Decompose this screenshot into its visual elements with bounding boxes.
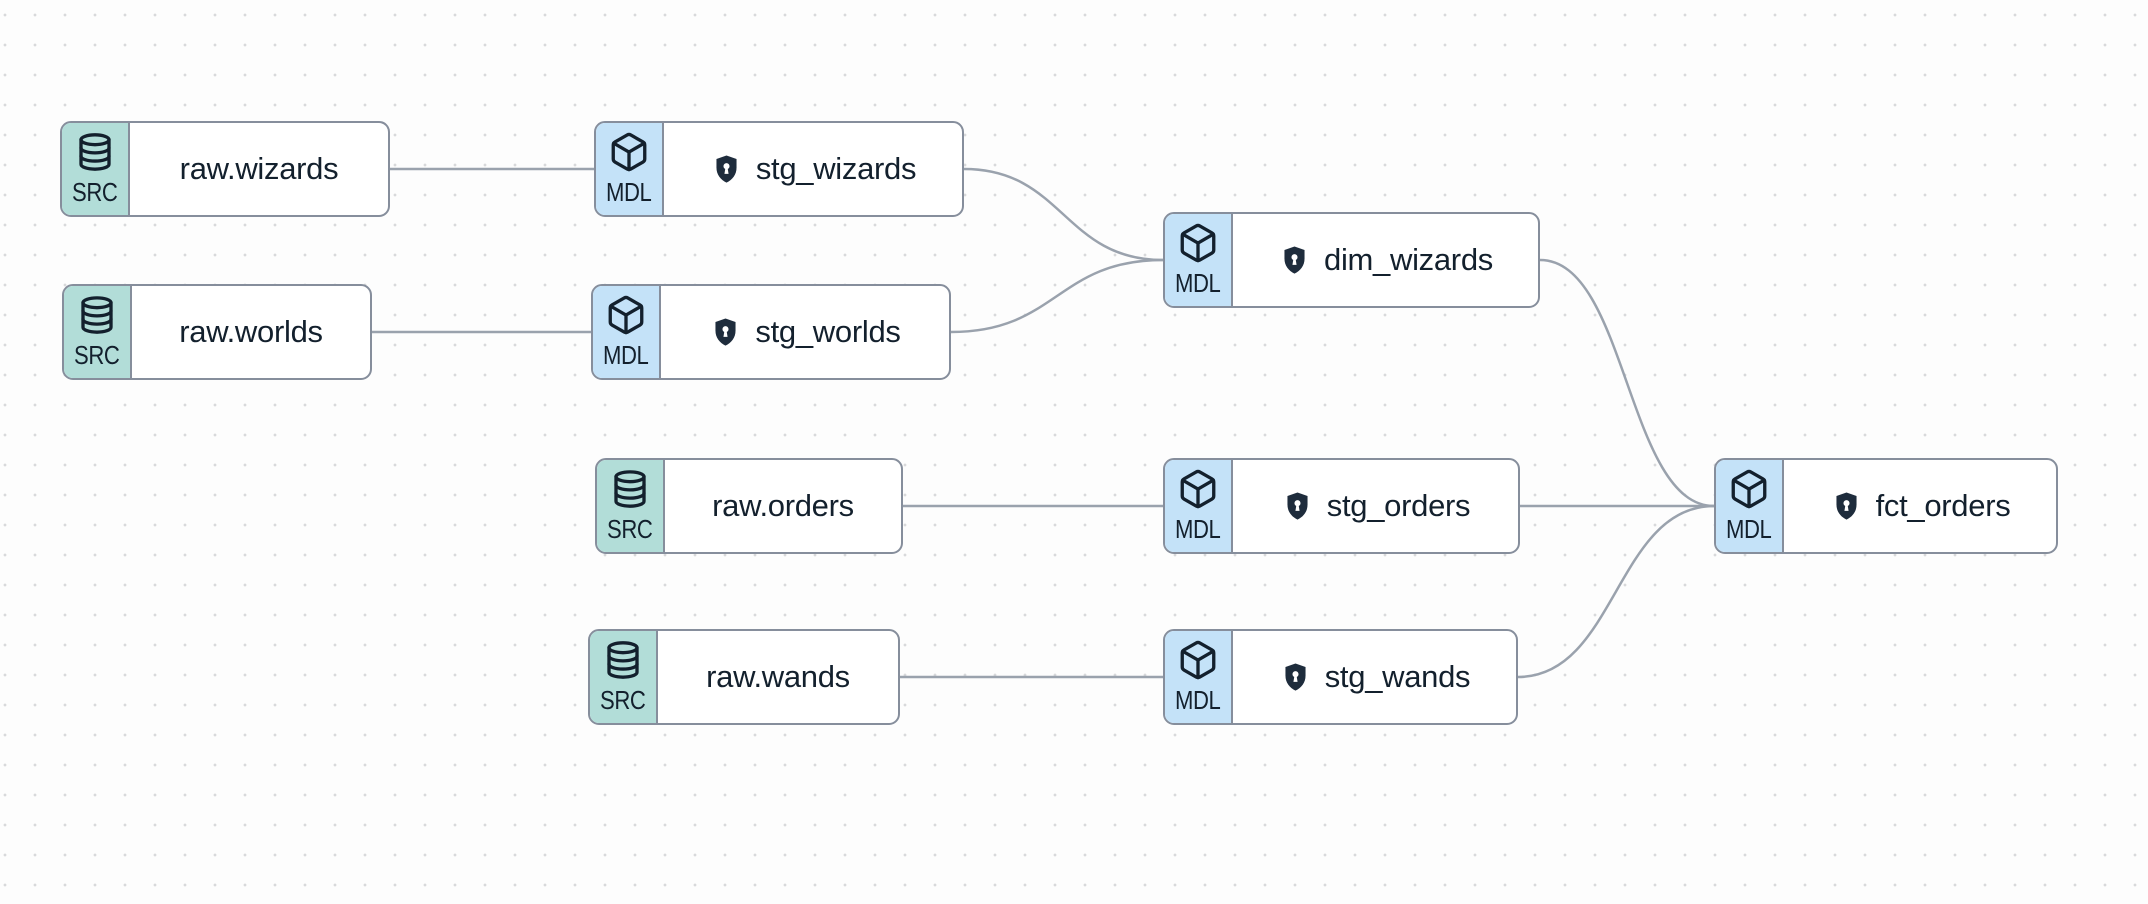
node-label: stg_worlds	[755, 314, 901, 349]
node-label: raw.wands	[706, 659, 850, 694]
shield-contract-icon	[1830, 490, 1863, 523]
node-label: stg_wands	[1324, 659, 1471, 694]
node-type-label: MDL	[1175, 268, 1221, 298]
cube-icon	[1728, 468, 1770, 515]
node-type-label: SRC	[72, 177, 118, 207]
shield-contract-icon	[1278, 244, 1311, 277]
shield-contract-icon	[709, 316, 742, 349]
node-dim_wizards[interactable]: MDL dim_wizards	[1163, 212, 1540, 308]
edge-stg_worlds-to-dim_wizards	[949, 258, 1165, 334]
node-type-label: SRC	[74, 340, 120, 370]
node-type-label: MDL	[603, 340, 649, 370]
database-icon	[74, 131, 116, 178]
node-label: stg_wizards	[755, 151, 917, 186]
database-icon	[602, 639, 644, 686]
node-type-label: MDL	[1175, 685, 1221, 715]
node-label: fct_orders	[1875, 488, 2011, 523]
shield-contract-icon	[1281, 490, 1314, 523]
cube-icon	[1177, 468, 1219, 515]
node-type-badge: MDL	[1165, 214, 1233, 306]
node-body: stg_wands	[1233, 631, 1516, 723]
node-type-badge: SRC	[64, 286, 132, 378]
node-type-badge: MDL	[1165, 631, 1233, 723]
node-label: raw.wizards	[179, 151, 339, 186]
cube-icon	[1177, 639, 1219, 686]
node-body: stg_orders	[1233, 460, 1518, 552]
node-label: raw.orders	[712, 488, 854, 523]
node-body: raw.wizards	[130, 123, 388, 215]
edge-stg_wizards-to-dim_wizards	[962, 167, 1165, 262]
node-raw.wands[interactable]: SRC raw.wands	[588, 629, 900, 725]
shield-contract-icon	[710, 153, 743, 186]
node-label: raw.worlds	[179, 314, 323, 349]
node-type-label: MDL	[606, 177, 652, 207]
node-body: fct_orders	[1784, 460, 2056, 552]
node-fct_orders[interactable]: MDL fct_orders	[1714, 458, 2058, 554]
node-raw.orders[interactable]: SRC raw.orders	[595, 458, 903, 554]
database-icon	[609, 468, 651, 515]
node-stg_wizards[interactable]: MDL stg_wizards	[594, 121, 964, 217]
edge-stg_wands-to-fct_orders	[1516, 504, 1716, 679]
node-type-label: SRC	[600, 685, 646, 715]
node-type-label: MDL	[1175, 514, 1221, 544]
edge-dim_wizards-to-fct_orders	[1538, 258, 1716, 508]
node-raw.wizards[interactable]: SRC raw.wizards	[60, 121, 390, 217]
node-raw.worlds[interactable]: SRC raw.worlds	[62, 284, 372, 380]
database-icon	[76, 294, 118, 341]
node-type-badge: SRC	[597, 460, 665, 552]
node-type-badge: MDL	[593, 286, 661, 378]
node-stg_worlds[interactable]: MDL stg_worlds	[591, 284, 951, 380]
node-body: stg_wizards	[664, 123, 962, 215]
cube-icon	[1177, 222, 1219, 269]
cube-icon	[605, 294, 647, 341]
node-body: dim_wizards	[1233, 214, 1538, 306]
node-label: dim_wizards	[1324, 242, 1493, 277]
node-type-label: MDL	[1726, 514, 1772, 544]
shield-contract-icon	[1279, 661, 1312, 694]
node-label: stg_orders	[1326, 488, 1471, 523]
node-type-label: SRC	[607, 514, 653, 544]
node-type-badge: MDL	[596, 123, 664, 215]
node-body: raw.orders	[665, 460, 901, 552]
cube-icon	[608, 131, 650, 178]
node-body: raw.worlds	[132, 286, 370, 378]
node-body: stg_worlds	[661, 286, 949, 378]
node-type-badge: MDL	[1165, 460, 1233, 552]
node-type-badge: SRC	[62, 123, 130, 215]
node-stg_orders[interactable]: MDL stg_orders	[1163, 458, 1520, 554]
node-stg_wands[interactable]: MDL stg_wands	[1163, 629, 1518, 725]
node-body: raw.wands	[658, 631, 898, 723]
node-type-badge: SRC	[590, 631, 658, 723]
node-type-badge: MDL	[1716, 460, 1784, 552]
